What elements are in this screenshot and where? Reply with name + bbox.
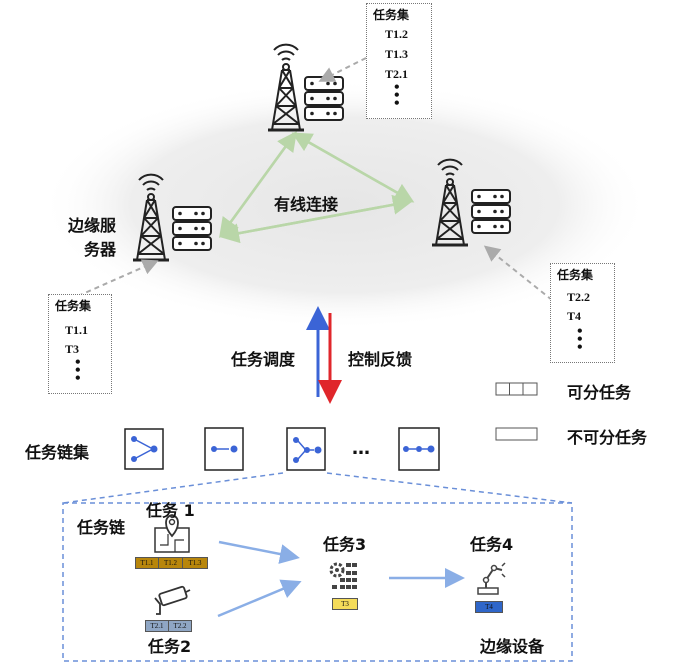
taskset-right-dots: ••• (577, 323, 583, 356)
taskset-top-title: 任务集 (373, 8, 410, 22)
taskset-left-item-2: T3 (65, 342, 80, 356)
task-dispatch-label: 任务调度 (231, 350, 296, 369)
taskset-top-item-1: T1.2 (385, 27, 409, 41)
taskset-top: 任务集 T1.2 T1.3 T2.1 ••• (366, 3, 432, 119)
edge-cloud-area (40, 80, 650, 330)
taskset-right: 任务集 T2.2 T4 ••• (550, 263, 615, 363)
taskset-top-item-2: T1.3 (385, 47, 409, 61)
task2-name: 任务2 (148, 637, 192, 656)
gear-grid-icon (329, 562, 357, 589)
taskset-right-arrow (483, 245, 553, 301)
chain-icon-4 (398, 427, 440, 471)
taskset-right-title: 任务集 (557, 268, 594, 282)
task1-subtask-1: T1.1 (135, 557, 159, 569)
task1-subtask-3: T1.3 (182, 557, 208, 569)
taskset-left: 任务集 T1.1 T3 ••• (48, 294, 112, 394)
wired-connection-label: 有线连接 (274, 195, 339, 214)
task1-name: 任务 1 (146, 501, 195, 520)
legend-divisible-label: 可分任务 (567, 383, 632, 402)
wired-links (219, 130, 415, 244)
task3-subtask-1: T3 (332, 598, 358, 610)
taskset-right-item-2: T4 (567, 309, 582, 323)
camera-icon (154, 585, 191, 615)
server-rack-left-icon (172, 206, 212, 251)
taskset-left-title: 任务集 (55, 299, 92, 313)
flow-arrow-t2-t3 (217, 579, 302, 618)
chain-icon-2 (204, 427, 244, 471)
robot-arm-icon (477, 562, 506, 595)
taskset-right-item-1: T2.2 (567, 290, 591, 304)
legend-indivisible-label: 不可分任务 (567, 428, 648, 447)
chain-set-ellipsis: … (352, 438, 372, 459)
chain-icon-1 (124, 428, 164, 470)
flow-arrow-t1-t3 (218, 540, 300, 564)
taskset-top-arrow (318, 57, 367, 82)
legend-indivisible-icon (495, 427, 538, 441)
zoom-line-right (326, 472, 573, 504)
task2-subtask-1: T2.1 (145, 620, 169, 632)
taskset-top-dots: ••• (394, 79, 400, 112)
task-chain-label: 任务链 (77, 518, 126, 537)
task-chain-detail-box (62, 502, 573, 662)
map-pin-icon (154, 514, 190, 553)
control-feedback-label: 控制反馈 (348, 350, 413, 369)
edge-server-label: 边缘服 务器 (68, 214, 116, 262)
edge-server-label-line1: 边缘服 (68, 216, 117, 235)
task-chain-set-label: 任务链集 (25, 443, 90, 462)
zoom-line-left (62, 472, 284, 504)
task4-subtask-1: T4 (475, 601, 503, 613)
taskset-left-dots: ••• (75, 354, 81, 387)
task1-subtask-2: T1.2 (158, 557, 183, 569)
server-rack-top-icon (304, 76, 344, 121)
server-rack-right-icon (471, 189, 511, 234)
taskset-top-item-3: T2.1 (385, 67, 409, 81)
task4-name: 任务4 (470, 535, 514, 554)
taskset-left-item-1: T1.1 (65, 323, 89, 337)
legend-divisible-icon (495, 382, 538, 396)
edge-device-label: 边缘设备 (480, 637, 545, 656)
task2-subtask-2: T2.2 (168, 620, 192, 632)
edge-server-label-line2: 务器 (84, 240, 117, 259)
task3-name: 任务3 (323, 535, 367, 554)
chain-icon-3 (286, 427, 326, 471)
